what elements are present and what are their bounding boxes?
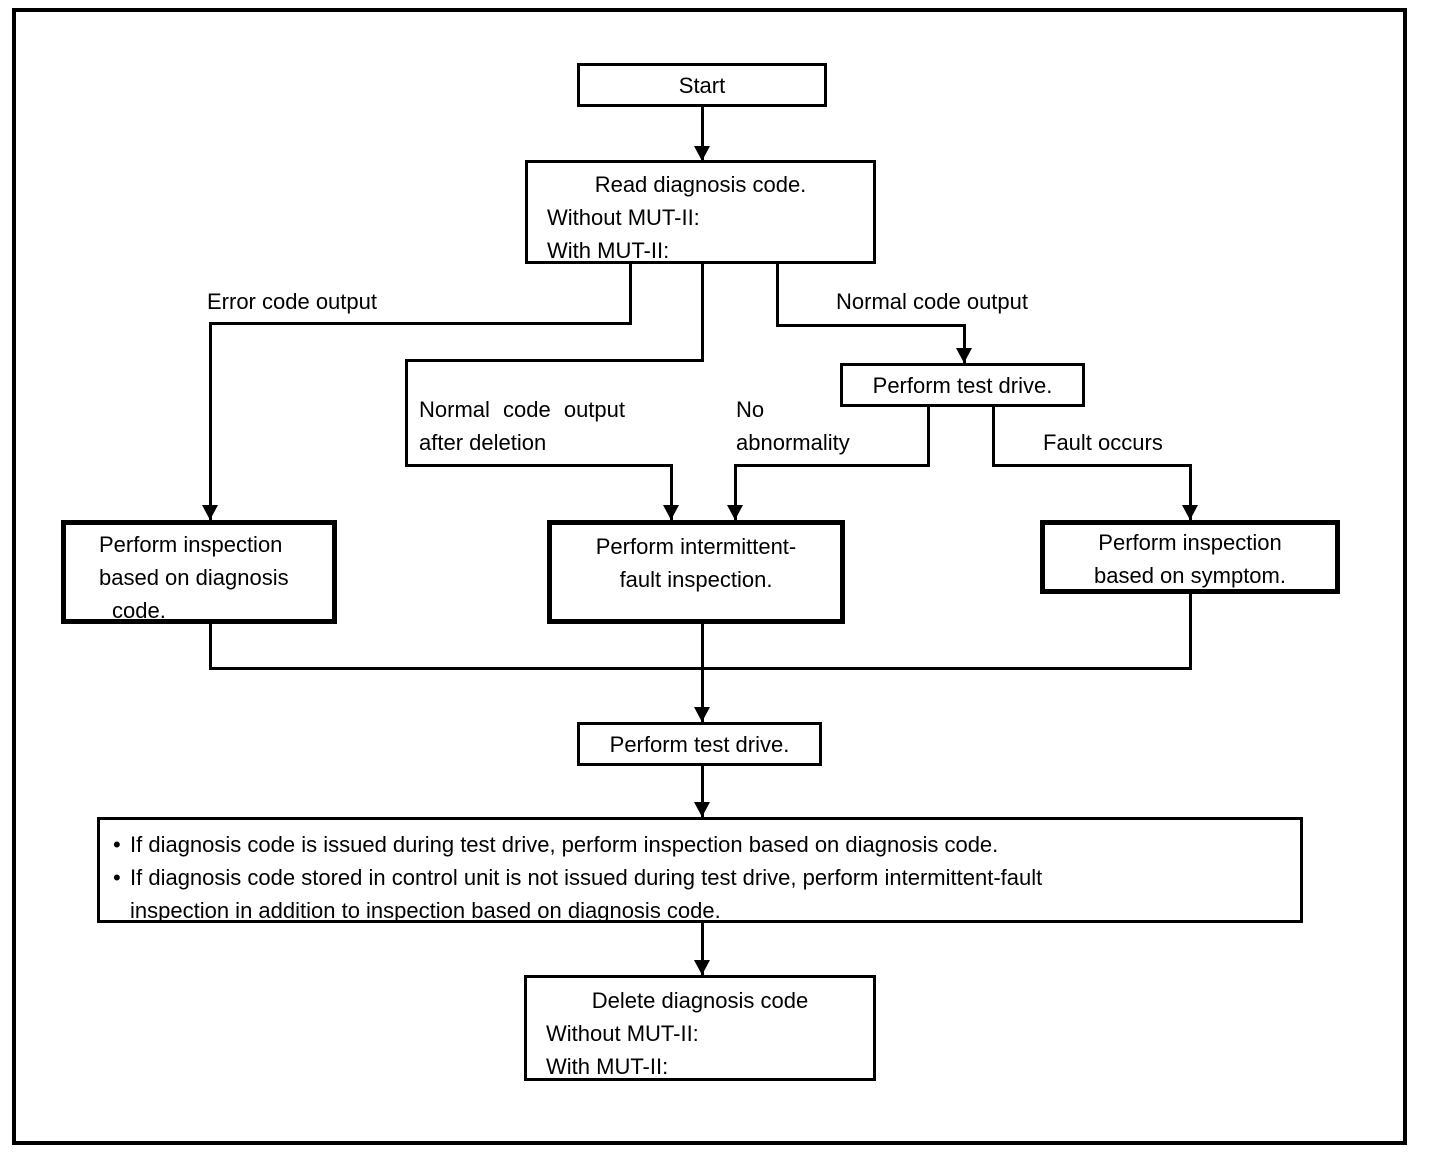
connector-fault-down [1189,464,1192,520]
node-start-label: Start [678,72,726,98]
connector-noab-horizontal [734,464,930,467]
node-delete-line1: Delete diagnosis code [591,988,809,1013]
note-bullet-2: • If diagnosis code stored in control un… [100,861,1300,927]
node-test-drive-upper-label: Perform test drive. [872,372,1053,398]
node-delete-line2: Without MUT-II: [546,1021,699,1046]
node-note: • If diagnosis code is issued during tes… [97,817,1303,923]
connector-testdrive-note [701,765,704,817]
node-start: Start [577,63,827,107]
connector-deletion-top [405,359,704,362]
edge-label-normal-code-output: Normal code output [836,289,1028,314]
outer-frame [12,8,1407,1145]
arrowhead-into-test-drive-upper [956,348,972,363]
arrowhead-into-read [694,146,710,161]
note-bullet-2-line2: inspection in addition to inspection bas… [130,898,721,923]
note-bullet-2-line1: If diagnosis code stored in control unit… [130,865,1043,890]
node-test-drive-lower: Perform test drive. [577,722,822,766]
connector-normal-down [963,324,966,363]
node-read-line3: With MUT-II: [547,238,670,263]
arrowhead-into-delete [694,960,710,975]
edge-label-error-code-output: Error code output [207,289,377,314]
connector-error-stub [629,263,632,325]
bullet-icon: • [113,832,121,857]
bullet-icon: • [113,865,121,890]
arrowhead-deletion-into-intermittent [663,505,679,520]
connector-merge-left [209,620,212,670]
edge-label-fault-occurs: Fault occurs [1043,430,1163,455]
node-delete-diagnosis-code: Delete diagnosis code Without MUT-II: Wi… [524,975,876,1081]
node-inspection-symptom-line2: based on symptom. [1094,563,1286,588]
arrowhead-noab-into-intermittent [727,505,743,520]
node-delete-line3: With MUT-II: [546,1054,669,1079]
node-inspection-diagnosis-line3: code. [112,598,166,623]
note-bullet-1-text: If diagnosis code is issued during test … [130,832,999,857]
connector-fault-stub [992,406,995,467]
edge-label-after-deletion: Normal code output after deletion [419,393,625,459]
node-test-drive-lower-label: Perform test drive. [609,731,790,757]
node-inspection-symptom-line1: Perform inspection [1098,530,1282,555]
edge-label-no-abnormality: No abnormality [736,393,850,459]
connector-noab-down [734,464,737,520]
node-inspection-diagnosis: Perform inspection based on diagnosis co… [61,520,337,624]
note-bullet-1: • If diagnosis code is issued during tes… [100,828,1300,861]
connector-start-read [701,106,704,162]
edge-label-no-abnormality-line2: abnormality [736,430,850,455]
node-intermittent-line1: Perform intermittent- [595,534,797,559]
connector-merge-center-down [701,623,704,722]
node-intermittent-line2: fault inspection. [619,567,773,592]
connector-normal-horizontal [776,324,966,327]
node-read-line2: Without MUT-II: [547,205,700,230]
connector-merge-horizontal [209,667,1192,670]
arrowhead-into-inspection-symptom [1182,505,1198,520]
node-read-line1: Read diagnosis code. [594,172,807,197]
connector-error-down [209,322,212,520]
node-intermittent-fault: Perform intermittent- fault inspection. [547,520,845,624]
arrowhead-into-inspection-diagnosis [202,505,218,520]
edge-label-no-abnormality-line1: No [736,397,765,422]
node-read-diagnosis-code: Read diagnosis code. Without MUT-II: Wit… [525,160,876,264]
connector-note-delete [701,922,704,975]
note-bullet-2-text: If diagnosis code stored in control unit… [130,861,1042,927]
node-inspection-symptom: Perform inspection based on symptom. [1040,520,1340,594]
node-inspection-diagnosis-line1: Perform inspection [99,532,283,557]
connector-noab-stub [927,406,930,467]
connector-deletion-down [670,464,673,520]
connector-normal-stub [776,263,779,327]
connector-error-horizontal [209,322,632,325]
connector-deletion-left [405,359,408,467]
edge-label-after-deletion-line1: Normal code output [419,397,625,422]
edge-label-after-deletion-line2: after deletion [419,430,547,455]
connector-fault-horizontal [992,464,1192,467]
arrowhead-into-test-drive-lower [694,707,710,722]
connector-deletion-bottom [405,464,673,467]
connector-merge-right [1189,593,1192,670]
node-test-drive-upper: Perform test drive. [840,363,1085,407]
connector-deletion-stub [701,263,704,362]
arrowhead-into-note [694,802,710,817]
node-inspection-diagnosis-line2: based on diagnosis [99,565,289,590]
